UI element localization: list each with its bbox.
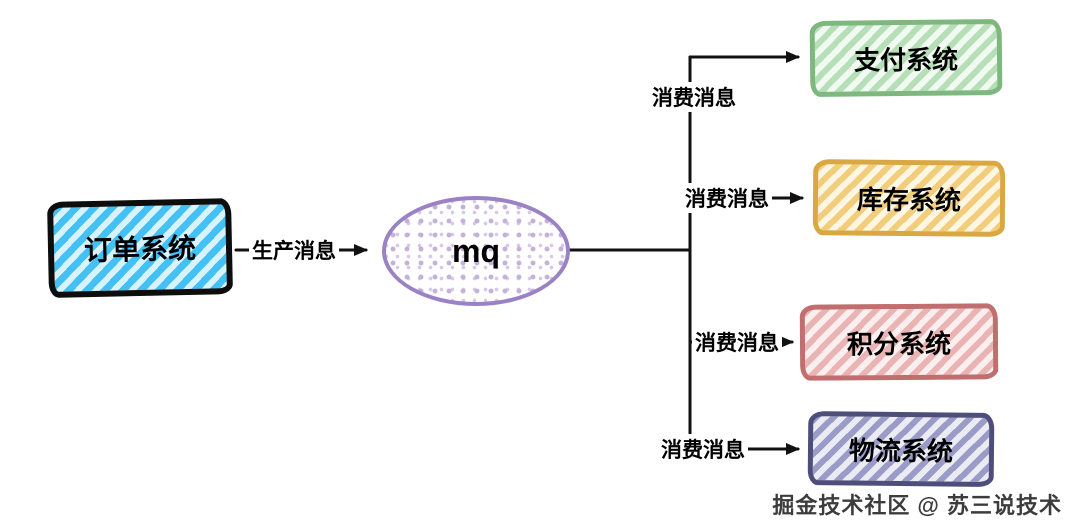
- produce-message-label: 生产消息: [249, 235, 339, 265]
- node-payment-system: 支付系统: [809, 18, 1003, 98]
- consume-message-label-points: 消费消息: [692, 327, 782, 357]
- watermark-text: 掘金技术社区 @ 苏三说技术: [772, 493, 1062, 518]
- node-mq-label: mq: [452, 232, 500, 269]
- node-order-system-label: 订单系统: [83, 232, 197, 267]
- node-points-system-label: 积分系统: [846, 328, 952, 359]
- node-inventory-system-label: 库存系统: [856, 184, 962, 215]
- consume-message-label-inventory: 消费消息: [682, 183, 772, 213]
- consume-message-label-logistics: 消费消息: [658, 434, 748, 464]
- node-payment-system-label: 支付系统: [853, 43, 959, 76]
- node-points-system: 积分系统: [799, 303, 999, 381]
- node-logistics-system-label: 物流系统: [848, 434, 954, 467]
- consume-message-label-payment: 消费消息: [649, 82, 739, 112]
- node-mq: mq: [382, 196, 570, 306]
- node-logistics-system: 物流系统: [807, 411, 995, 487]
- node-inventory-system: 库存系统: [812, 159, 1006, 237]
- node-order-system: 订单系统: [47, 198, 233, 298]
